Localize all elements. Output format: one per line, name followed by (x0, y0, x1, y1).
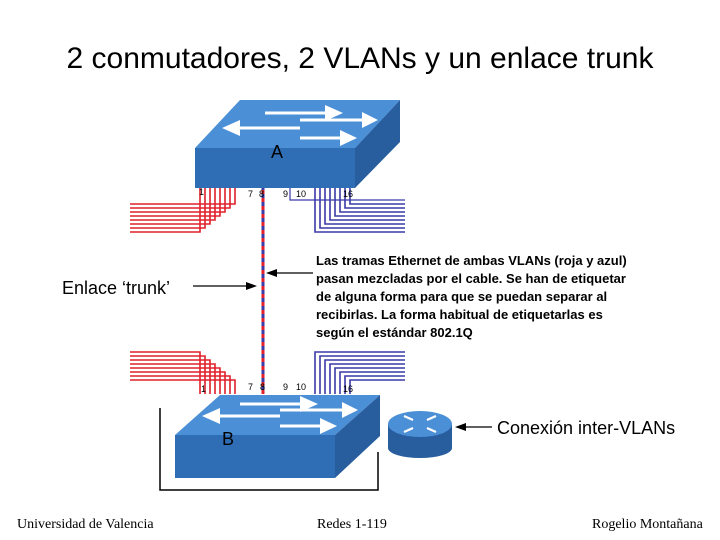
switch-b-port-16: 16 (343, 384, 354, 394)
switch-a-label: A (271, 142, 284, 162)
trunk-label: Enlace ‘trunk’ (62, 278, 171, 298)
switch-b-icon (175, 395, 380, 478)
description-arrow (266, 269, 313, 277)
router-arrow (455, 423, 492, 431)
switch-b-port-8: 8 (260, 382, 266, 392)
switch-b-blue-cables (314, 351, 405, 394)
router-link (159, 408, 379, 491)
switch-b-label: B (222, 429, 235, 449)
router-label: Conexión inter-VLANs (497, 418, 676, 438)
switch-b-port-10: 10 (296, 382, 307, 392)
trunk-description: Las tramas Ethernet de ambas VLANs (roja… (316, 253, 627, 340)
switch-a-port-8: 8 (259, 189, 265, 199)
switch-a-red-cables (130, 188, 236, 233)
switch-a-blue-cables (289, 188, 405, 233)
trunk-arrow (193, 282, 257, 290)
switch-a-port-9: 9 (283, 189, 289, 199)
footer-right: Rogelio Montañana (592, 517, 703, 532)
switch-a-port-16: 16 (343, 189, 354, 199)
switch-b-red-cables (130, 351, 236, 394)
switch-a-port-10: 10 (296, 189, 307, 199)
switch-b-port-1: 1 (201, 384, 207, 394)
switch-a-port-7: 7 (248, 189, 254, 199)
switch-b-port-9: 9 (283, 382, 289, 392)
footer-left: Universidad de Valencia (17, 517, 154, 532)
switch-a-port-1: 1 (199, 187, 205, 197)
switch-b-port-7: 7 (248, 382, 254, 392)
switch-a-icon (195, 100, 400, 188)
slide-title: 2 conmutadores, 2 VLANs y un enlace trun… (66, 42, 654, 75)
footer-center: Redes 1-119 (317, 517, 387, 532)
router-icon (388, 411, 452, 458)
